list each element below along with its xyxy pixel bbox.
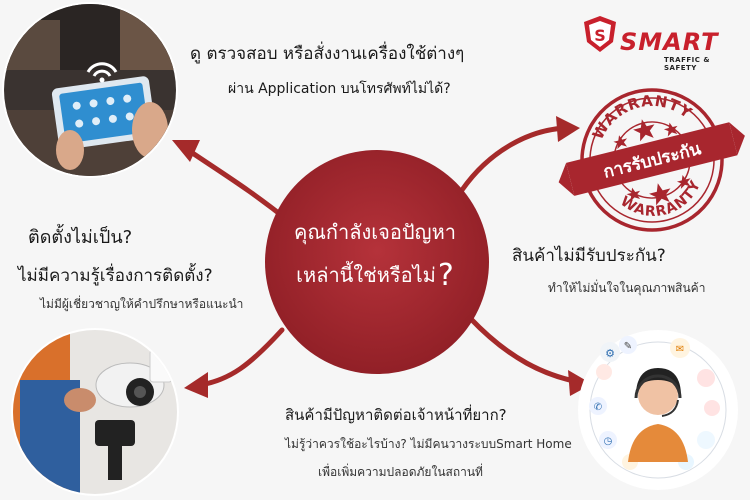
bottom-problem-title: สินค้ามีปัญหาติดต่อเจ้าหน้าที่ยาก? bbox=[285, 406, 507, 424]
connector-arrows bbox=[185, 125, 581, 388]
installer-photo bbox=[11, 328, 179, 496]
top-problem-title: ดู ตรวจสอบ หรือสั่งงานเครื่องใช้ต่างๆ bbox=[190, 44, 465, 64]
warranty-banner bbox=[566, 122, 738, 196]
center-question: คุณกำลังเจอปัญหา เหล่านี้ใช่หรือไม่? bbox=[270, 216, 480, 293]
center-line-1: คุณกำลังเจอปัญหา bbox=[293, 220, 456, 244]
center-line-2: เหล่านี้ใช่หรือไม่ bbox=[296, 263, 436, 287]
bottom-problem-detail-1: ไม่รู้ว่าควรใช้อะไรบ้าง? ไม่มีคนวางระบบS… bbox=[285, 437, 572, 451]
right-problem-detail: ทำให้ไม่มั่นใจในคุณภาพสินค้า bbox=[548, 281, 706, 295]
center-question-mark: ? bbox=[437, 258, 454, 293]
shield-icon: S bbox=[584, 16, 616, 52]
svg-text:✉: ✉ bbox=[676, 344, 684, 355]
svg-text:✎: ✎ bbox=[624, 341, 632, 352]
arrow-top-right bbox=[459, 125, 568, 193]
smart-tablet-photo bbox=[2, 2, 178, 178]
svg-text:S: S bbox=[594, 26, 606, 45]
left-problem-detail: ไม่มีผู้เชี่ยวชาญให้คำปรึกษาหรือแนะนำ bbox=[40, 297, 244, 311]
arrow-heads bbox=[172, 116, 592, 398]
arrow-bottom-left bbox=[197, 327, 285, 388]
arrow-bottom-right bbox=[467, 315, 581, 385]
left-problem-title: ติดตั้งไม่เป็น? bbox=[28, 227, 133, 248]
svg-text:◷: ◷ bbox=[604, 436, 613, 447]
warranty-stamp: การรับประกัน WARRANTY WARRANTY bbox=[558, 80, 745, 232]
arrow-top-left bbox=[185, 147, 293, 225]
center-circle bbox=[265, 150, 489, 374]
left-problem-subtitle: ไม่มีความรู้เรื่องการติดตั้ง? bbox=[18, 266, 213, 286]
bottom-problem-detail-2: เพื่อเพิ่มความปลอดภัยในสถานที่ bbox=[318, 465, 483, 479]
brand-tagline: TRAFFIC & SAFETY bbox=[664, 56, 710, 72]
svg-text:✆: ✆ bbox=[594, 402, 602, 413]
support-agent-illustration: ⚙ ✉ ✎ ✆ ◷ bbox=[578, 330, 738, 490]
brand-logo: S SMART TRAFFIC & SAFETY bbox=[578, 10, 742, 72]
svg-text:⚙: ⚙ bbox=[605, 347, 615, 360]
top-problem-subtitle: ผ่าน Application บนโทรศัพท์ไม่ได้? bbox=[228, 81, 451, 97]
brand-name: SMART bbox=[620, 28, 719, 56]
right-problem-title: สินค้าไม่มีรับประกัน? bbox=[512, 246, 666, 266]
